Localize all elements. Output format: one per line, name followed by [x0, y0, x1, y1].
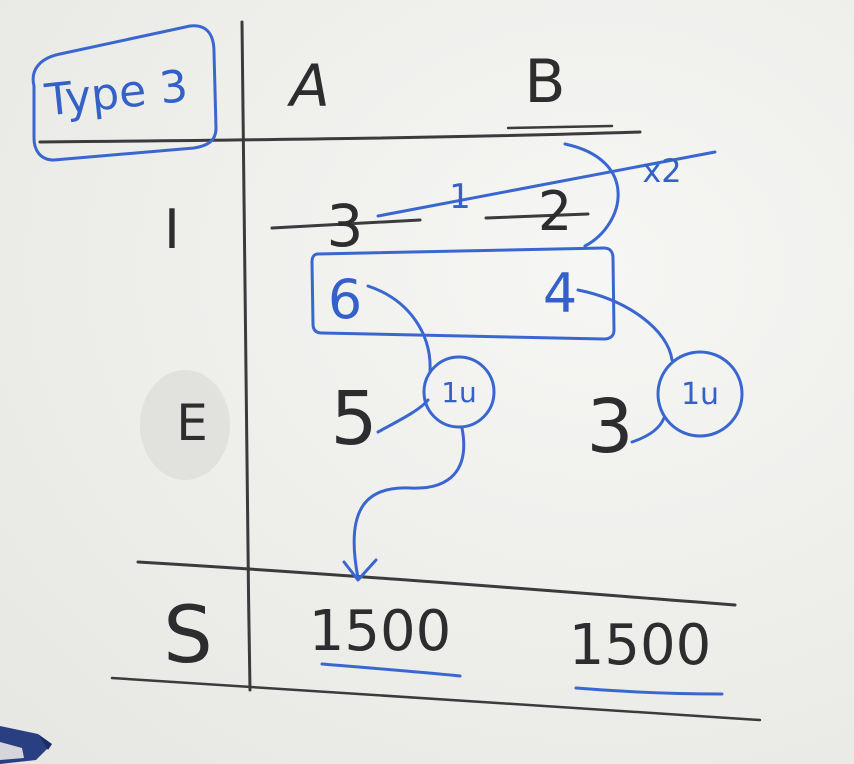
header-divider-line: [38, 130, 642, 144]
connector-6-to-circle-a: [366, 284, 432, 374]
circle-a: [422, 355, 496, 429]
row-s-value-a: 1500: [309, 599, 452, 664]
board-smudge: [140, 370, 230, 480]
i-row-strike-a: [270, 218, 422, 230]
connector-4-to-circle-b: [576, 288, 674, 362]
bottom-line: [110, 676, 762, 722]
s-value-b-underline: [574, 686, 724, 696]
connector-3-to-circle-b: [630, 416, 666, 444]
row-i-value-b: 2: [538, 180, 572, 243]
multiplier-bracket: [563, 142, 620, 248]
arrow-head: [342, 558, 378, 582]
sum-divider-line: [136, 560, 737, 607]
row-e-label: E: [176, 394, 208, 452]
connector-5-to-circle-a: [376, 398, 430, 434]
marker-pen: [0, 726, 52, 764]
column-b-header: B: [524, 47, 565, 117]
row-i-value-a: 3: [327, 192, 364, 260]
scaled-value-a: 6: [328, 268, 362, 331]
row-e-value-a: 5: [330, 376, 377, 462]
column-a-header: A: [286, 52, 330, 120]
ratio-line: [376, 150, 717, 218]
row-i-label: I: [164, 198, 180, 261]
row-s-label: S: [163, 591, 213, 681]
i-row-strike-b: [484, 212, 590, 220]
row-s-value-b: 1500: [569, 613, 712, 678]
circle-a-label: 1u: [441, 376, 477, 409]
connector-circle-a-to-sum: [352, 426, 466, 580]
s-value-a-underline: [320, 662, 462, 678]
title-label: Type 3: [42, 61, 191, 127]
multiplier-label: x2: [642, 152, 681, 190]
scaled-values-box: [310, 246, 616, 341]
title-box: [31, 24, 218, 162]
vertical-divider-line: [240, 20, 252, 692]
circle-b: [656, 350, 744, 438]
circle-b-label: 1u: [681, 377, 719, 412]
ratio-mark: 1: [449, 177, 471, 217]
scaled-value-b: 4: [543, 262, 577, 325]
row-e-value-b: 3: [586, 384, 633, 470]
b-underline: [506, 124, 614, 130]
